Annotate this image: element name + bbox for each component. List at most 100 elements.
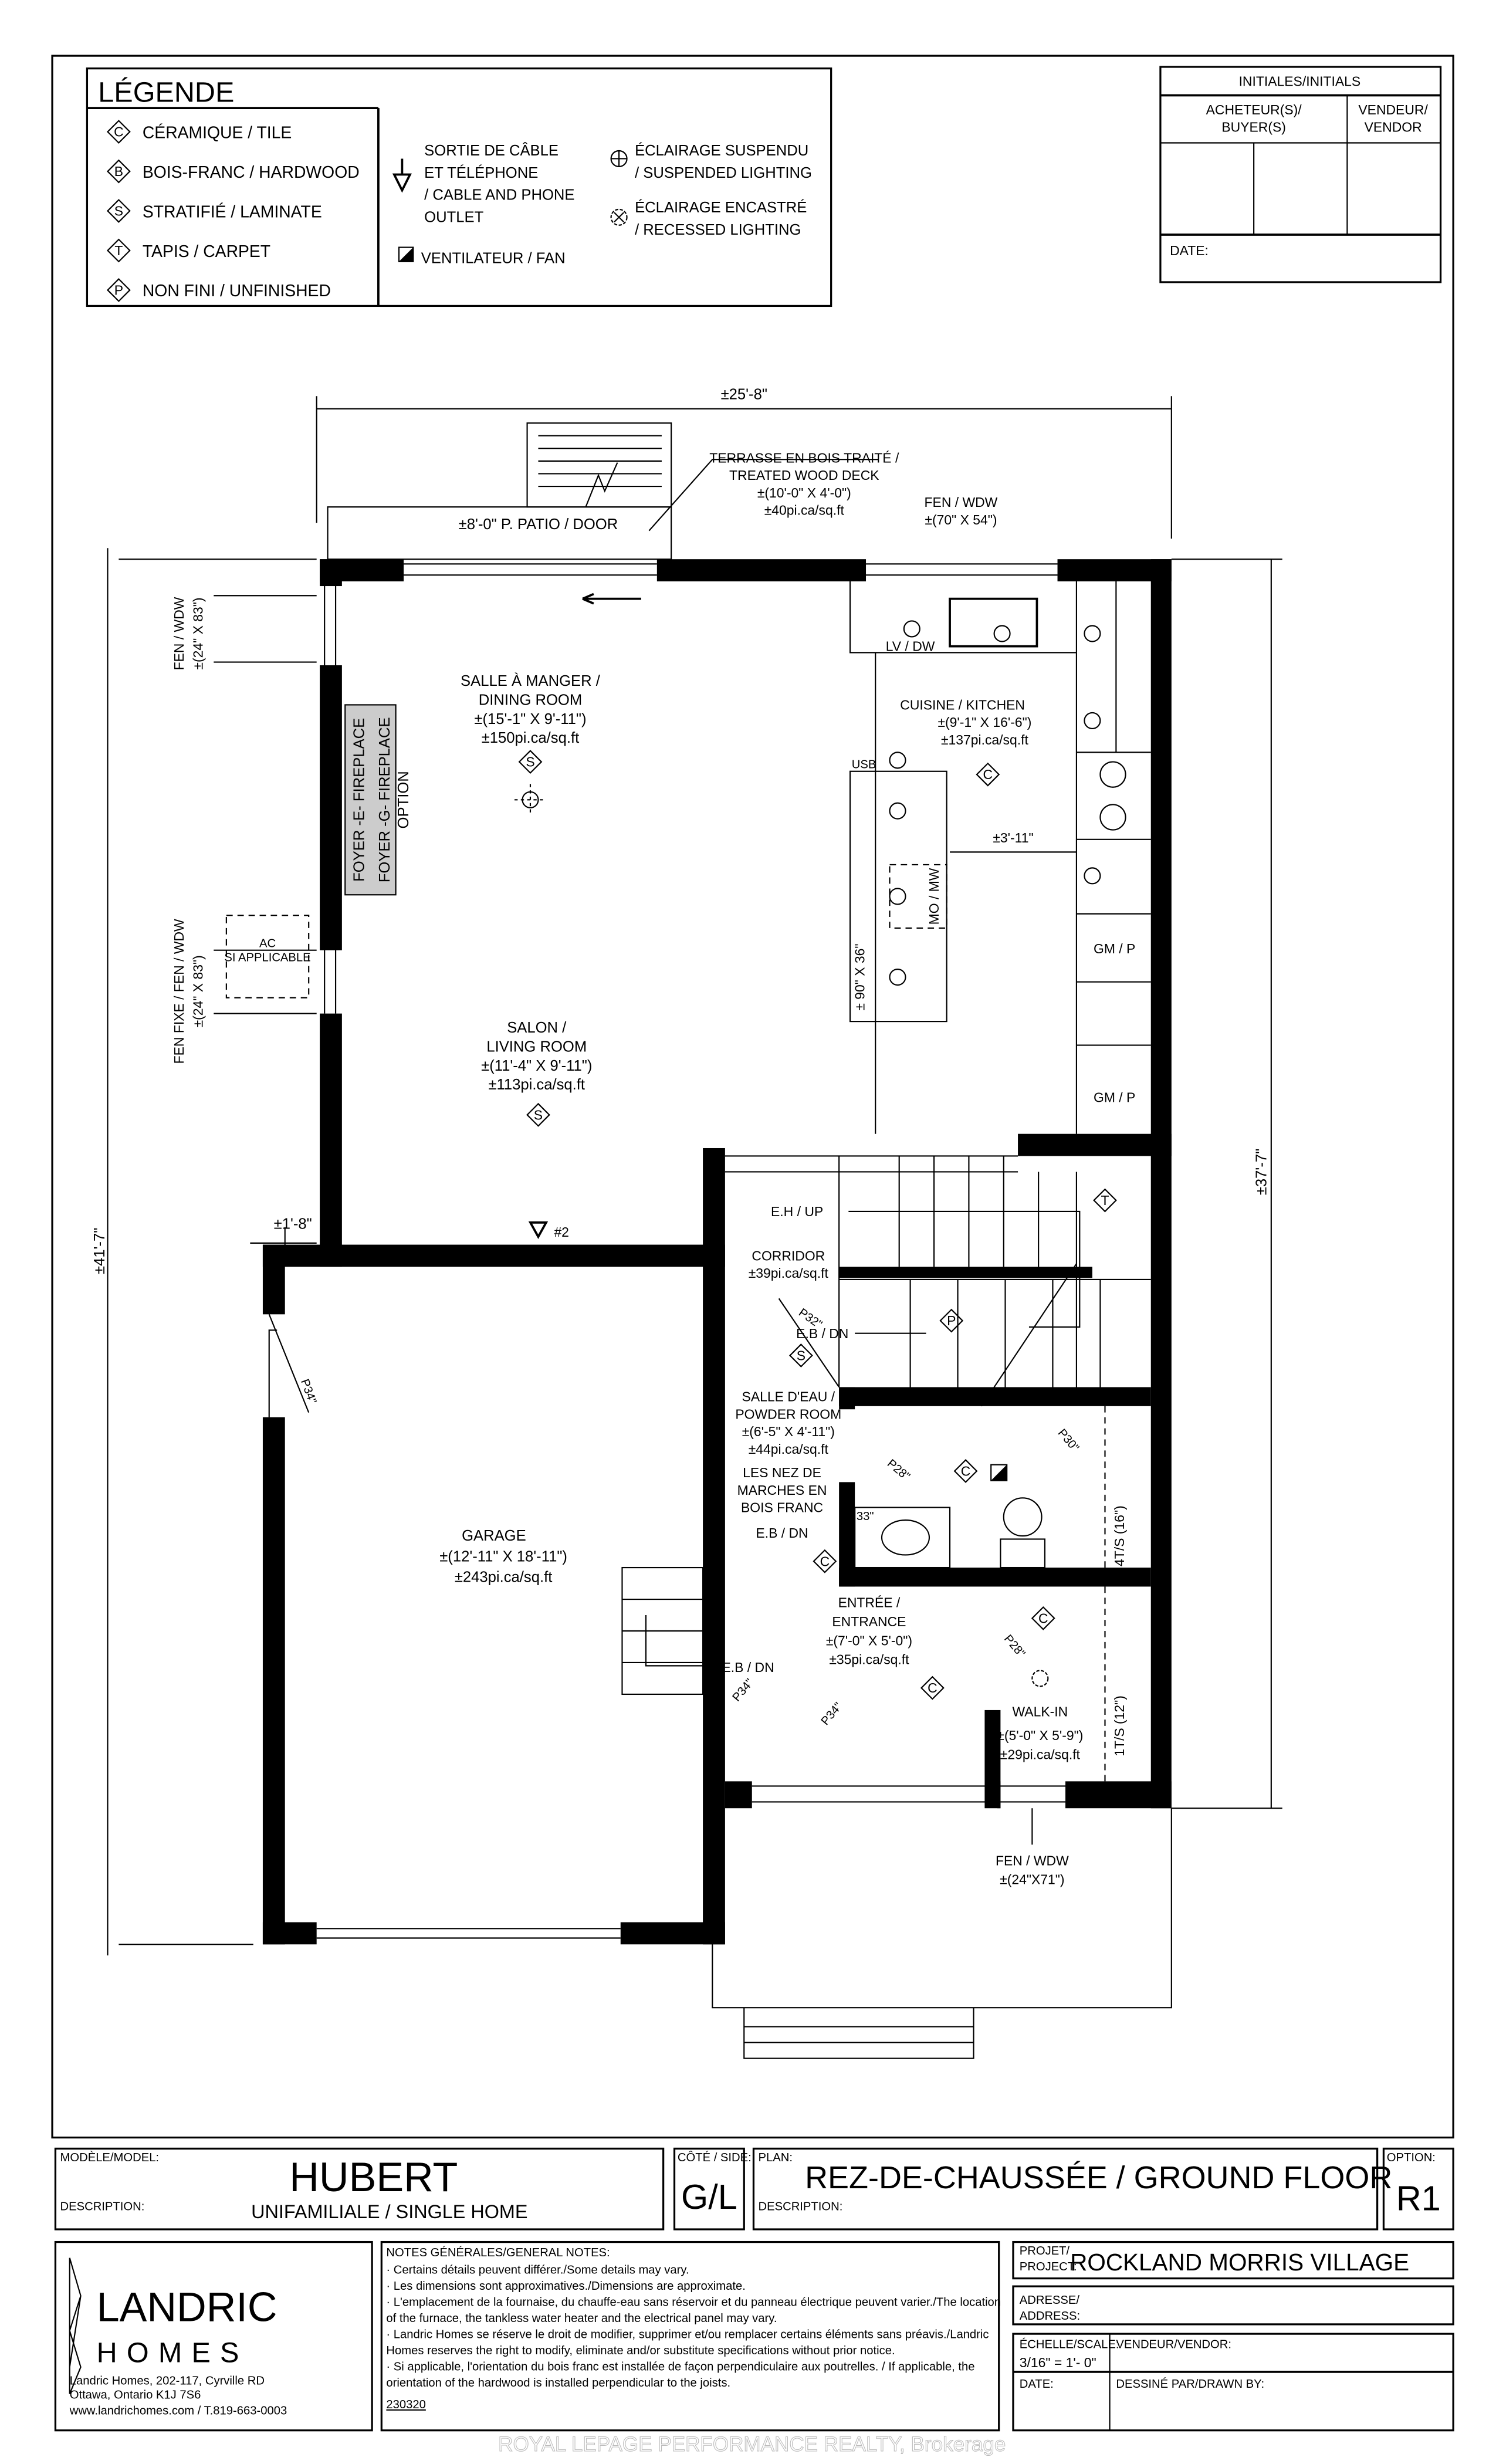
fan-icon [398,246,414,262]
nosing-label: MARCHES EN [737,1483,827,1498]
company-block: LANDRIC HOMES Landric Homes, 202-117, Cy… [54,2240,373,2432]
svg-text:C: C [820,1553,830,1569]
living-room-label: LIVING ROOM [486,1038,587,1055]
floor-symbol-icon: C [106,120,131,144]
svg-text:T: T [114,243,123,258]
legend-cable-label: SORTIE DE CÂBLE [424,142,559,159]
counter-dim: ±3'-11" [993,830,1033,845]
deck-label: TREATED WOOD DECK [729,468,879,483]
floor-type-icon: T [1093,1188,1117,1213]
floor-type-icon: C [953,1459,978,1483]
initials-title: INITIALES/INITIALS [1239,73,1361,89]
suspended-light-icon [514,784,546,816]
recessed-light-icon [610,208,628,226]
floor-type-icon: C [920,1676,945,1700]
vanity-size: 33" [857,1510,874,1523]
living-window-label: FEN FIXE / FEN / WDW [171,919,187,1064]
living-room-area: ±113pi.ca/sq.ft [488,1077,585,1093]
kitchen-area: ±137pi.ca/sq.ft [941,732,1029,747]
pantry-label: GM / P [1094,941,1135,956]
living-room-label: SALON / [507,1020,567,1036]
legend-flooring-label: CÉRAMIQUE / TILE [143,123,292,142]
powder-room-area: ±44pi.ca/sq.ft [749,1441,829,1457]
fireplace-label: OPTION [395,771,412,828]
vendor-label: VENDEUR/ [1358,102,1428,117]
company-name: LANDRIC [97,2284,277,2330]
svg-text:S: S [534,1107,543,1122]
island-dims: ± 90" X 36" [852,943,867,1010]
floor-plan: ±25'-8" ±41'-7" ±37'-7" ±1'-8" TERRASSE … [92,387,1282,2059]
legend-cable-label: / CABLE AND PHONE [424,187,574,204]
landric-logo [69,2257,82,2395]
walk-in-area: ±29pi.ca/sq.ft [1000,1747,1081,1762]
dining-room-dims: ±(15'-1" X 9'-11") [474,711,586,727]
model-label: MODÈLE/MODEL: [60,2151,160,2164]
dining-room-label: DINING ROOM [479,692,583,708]
svg-text:C: C [114,124,124,140]
svg-text:S: S [526,754,534,770]
buyer-initial-field-1[interactable] [1160,143,1254,235]
powder-room-label: SALLE D'EAU / [742,1389,835,1404]
kitchen-window-label: ±(70" X 54") [925,512,997,527]
front-window-label: FEN / WDW [996,1853,1069,1868]
stairs-down-label: E.B / DN [796,1326,848,1341]
legend-flooring-label: BOIS-FRANC / HARDWOOD [143,163,360,182]
corridor-area: ±39pi.ca/sq.ft [749,1265,829,1281]
project-label: PROJECT: [1020,2260,1077,2273]
dim-depth-left: ±41'-7" [92,1228,108,1274]
legend-suspended-label: ÉCLAIRAGE SUSPENDU [635,142,808,159]
riser-label: 1T/S (12") [1112,1695,1127,1756]
suspended-light-icon [610,150,628,168]
watermark: ROYAL LEPAGE PERFORMANCE REALTY, Brokera… [498,2433,1006,2456]
floor-symbol-icon: T [106,238,131,263]
floor-symbol-icon: S [106,199,131,223]
svg-text:C: C [928,1680,937,1695]
company-address: Landric Homes, 202-117, Cyrville RD [70,2374,265,2387]
svg-text:C: C [961,1464,971,1479]
general-notes: NOTES GÉNÉRALES/GENERAL NOTES: · Certain… [380,2240,1001,2432]
legend-cable-label: ET TÉLÉPHONE [424,164,538,181]
front-window-label: ±(24"X71") [1000,1872,1064,1887]
floor-type-icon: C [1031,1606,1055,1630]
vendor-initial-field[interactable] [1347,143,1440,235]
riser-label: 4T/S (16") [1112,1505,1127,1566]
garage-area: ±243pi.ca/sq.ft [455,1569,553,1585]
side-value: G/L [681,2177,737,2216]
plan-label: PLAN: [759,2151,793,2164]
cable-outlet-icon [392,158,412,193]
usb-label: USB [852,758,876,771]
company-website: www.landrichomes.com / T.819-663-0003 [69,2405,287,2418]
deck-label: ±40pi.ca/sq.ft [764,503,845,518]
date-label: DATE: [1020,2378,1054,2391]
stairs-up-label: E.H / UP [771,1204,823,1219]
dining-window-label: FEN / WDW [171,597,187,670]
corridor-label: CORRIDOR [752,1248,825,1264]
description-label: DESCRIPTION: [60,2201,145,2213]
model-description: UNIFAMILIALE / SINGLE HOME [251,2201,527,2222]
note-line: · Si applicable, l'orientation du bois f… [386,2361,974,2374]
initials-box: INITIALES/INITIALS ACHETEUR(S)/ BUYER(S)… [1159,66,1442,283]
floor-type-icon: C [976,762,1000,787]
project-block: PROJET/ PROJECT: ROCKLAND MORRIS VILLAGE… [1012,2240,1454,2432]
deck-label: ±(10'-0" X 4'-0") [757,485,851,500]
legend-cable-label: OUTLET [424,209,483,225]
floor-type-icon: C [813,1549,837,1573]
nosing-label: LES NEZ DE [743,1465,821,1480]
walls [262,559,1172,1945]
legend-title: LÉGENDE [98,76,234,108]
buyer-initial-field-2[interactable] [1254,143,1347,235]
dining-window-label: ±(24" X 83") [190,597,205,669]
vendor-label: VENDOR [1365,120,1422,135]
dining-room-label: SALLE À MANGER / [461,672,601,689]
kitchen-label: CUISINE / KITCHEN [900,698,1025,713]
walk-in-label: WALK-IN [1013,1704,1068,1720]
sheet-border [51,55,1454,2139]
nosing-label: BOIS FRANC [741,1500,823,1515]
note-line: · Les dimensions sont approximatives./Di… [386,2280,745,2293]
kitchen-window-label: FEN / WDW [925,495,998,510]
microwave-label: MO / MW [926,868,942,925]
powder-room-label: POWDER ROOM [735,1406,841,1421]
notes-code: 230320 [386,2398,425,2411]
